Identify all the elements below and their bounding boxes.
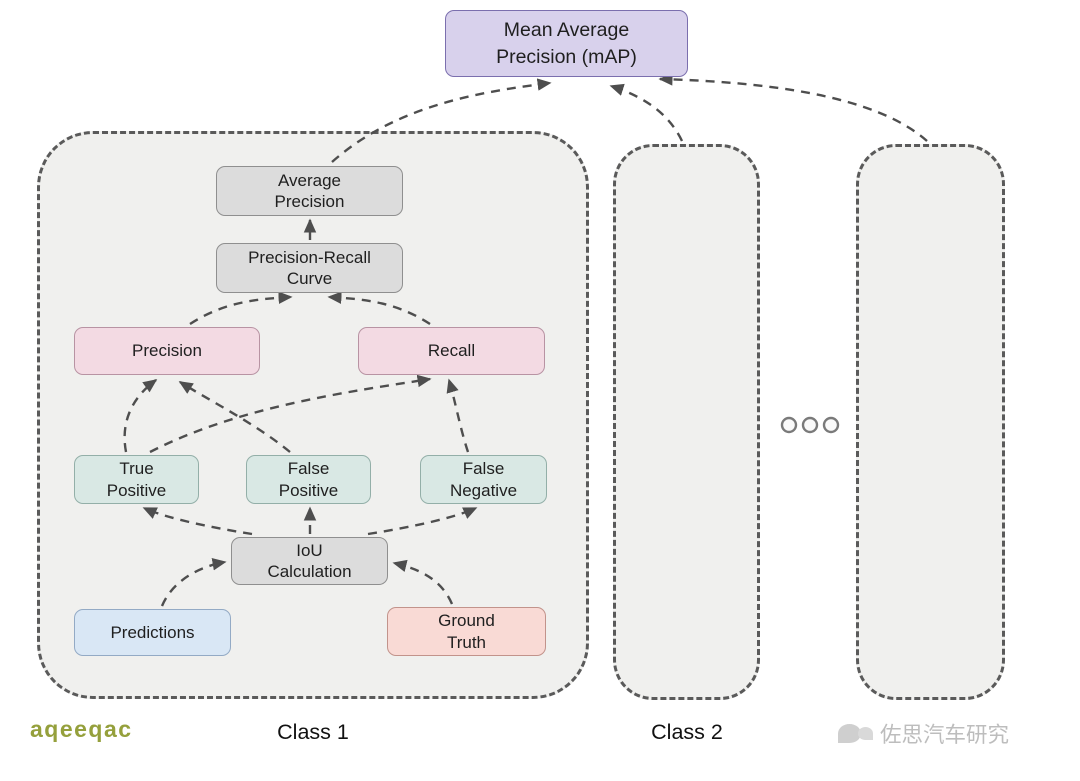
more-classes-dots-icon xyxy=(780,416,840,434)
average-precision-node: Average Precision xyxy=(216,166,403,216)
watermark: 佐思汽车研究 xyxy=(838,718,1009,749)
true-positive-node: True Positive xyxy=(74,455,199,504)
precision-node: Precision xyxy=(74,327,260,375)
map-node: Mean Average Precision (mAP) xyxy=(445,10,688,77)
watermark-text: 佐思汽车研究 xyxy=(880,723,1010,747)
class3-container xyxy=(856,144,1005,700)
arrow-class2-to-map xyxy=(609,83,684,142)
false-negative-node: False Negative xyxy=(420,455,547,504)
predictions-node: Predictions xyxy=(74,609,231,656)
ground-truth-node: Ground Truth xyxy=(387,607,546,656)
chat-bubble-icon xyxy=(838,724,861,743)
class1-label: Class 1 xyxy=(277,720,349,744)
recall-node: Recall xyxy=(358,327,545,375)
iou-calculation-node: IoU Calculation xyxy=(231,537,388,585)
class2-label: Class 2 xyxy=(651,720,723,744)
site-logo: aqeeqac xyxy=(30,716,133,742)
arrow-class3-to-map xyxy=(658,73,928,142)
class2-container xyxy=(613,144,760,700)
precision-recall-curve-node: Precision-Recall Curve xyxy=(216,243,403,293)
chat-bubble-small-icon xyxy=(858,727,873,740)
false-positive-node: False Positive xyxy=(246,455,371,504)
